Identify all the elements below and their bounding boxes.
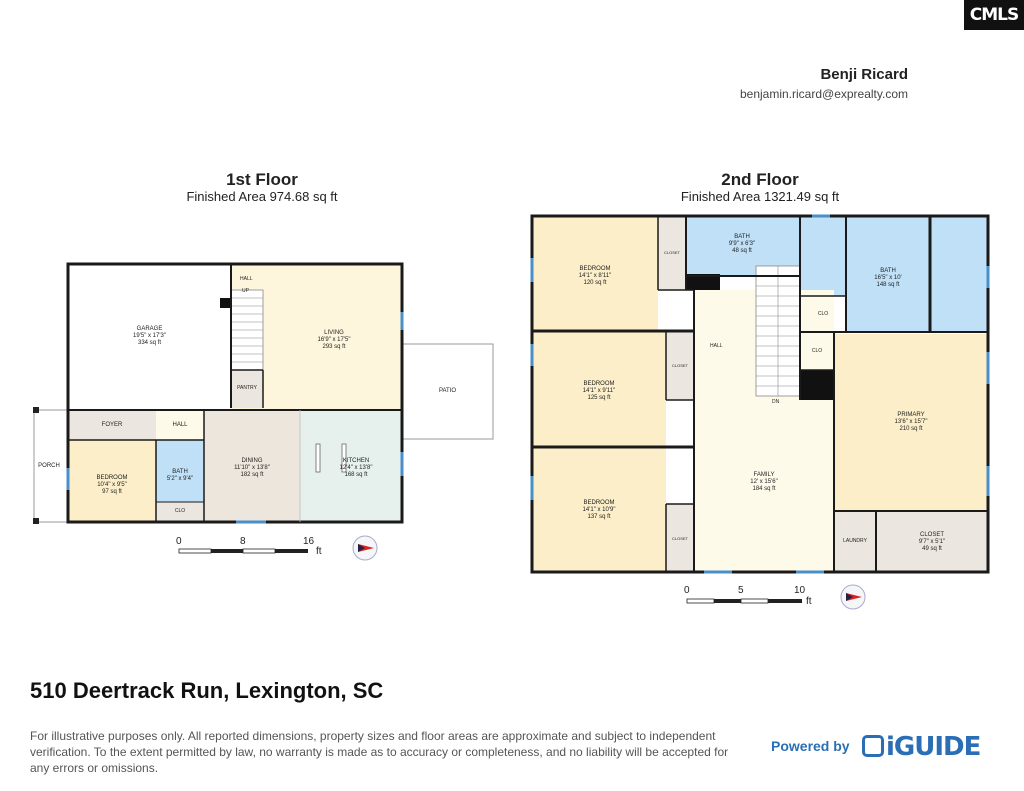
cmls-logo: CMLS: [964, 0, 1024, 30]
hall-lower-label: HALL: [172, 422, 188, 428]
floor1-title: 1st Floor: [226, 170, 298, 189]
floor2-area: Finished Area 1321.49 sq ft: [680, 189, 840, 204]
closet2f-2-label: CLOSET: [671, 363, 688, 368]
scale1-unit: ft: [316, 546, 322, 557]
clo-room: [156, 502, 204, 522]
scale1-label-0: 0: [176, 536, 182, 547]
floor2-windows: [530, 214, 990, 574]
closet-big-room: [876, 512, 988, 572]
porch: [33, 409, 69, 523]
clo2f-lower-label: CLO: [811, 348, 823, 354]
floor2-plan: [530, 214, 990, 574]
bedroom1-room: [532, 216, 658, 330]
bedroom1f-label: BEDROOM 10'4" x 9'5" 97 sq ft: [96, 475, 128, 495]
dining-room: [204, 410, 300, 522]
bath1f-label: BATH 5'2" x 9'4": [166, 469, 194, 482]
bath-small-label: BATH 9'9" x 6'3" 48 sq ft: [728, 234, 756, 254]
laundry-room: [834, 512, 876, 572]
closet2f-3-label: CLOSET: [671, 536, 688, 541]
dn-label: DN: [772, 399, 780, 405]
scale2-unit: ft: [806, 596, 812, 607]
stair2-treads: [756, 266, 800, 396]
closet3-room: [666, 504, 694, 572]
dining-label: DINING 11'10" x 13'8" 182 sq ft: [234, 458, 270, 478]
hall-lower-room: [156, 410, 204, 440]
kitchen-counter: [341, 443, 347, 473]
floor1-walls: [66, 262, 404, 524]
powered-by-text: Powered by: [771, 738, 850, 754]
iguide-logo[interactable]: iGUIDE: [862, 732, 981, 762]
patio: [401, 343, 494, 440]
stair-treads: [231, 297, 263, 363]
primary-label: PRIMARY 13'6" x 15'7" 210 sq ft: [894, 412, 928, 432]
kitchen-counter: [315, 443, 321, 473]
scale2-label-0: 0: [684, 585, 690, 596]
garage-room: [68, 264, 231, 410]
foyer-label: FOYER: [101, 422, 123, 428]
floor1-area: Finished Area 974.68 sq ft: [186, 189, 338, 204]
scale1-label-8: 8: [240, 536, 246, 547]
iguide-icon: [862, 735, 884, 757]
bath-primary-left: [798, 216, 846, 296]
clo2f-upper-label: CLO: [817, 311, 829, 317]
foyer-room: [68, 410, 156, 440]
closet2-room: [666, 332, 694, 400]
column: [220, 298, 230, 308]
floor1-scale-bar: [178, 548, 308, 554]
floor2-title: 2nd Floor: [721, 170, 799, 189]
porch-post: [33, 518, 39, 524]
scale1-label-16: 16: [303, 536, 315, 547]
up-label: UP: [242, 288, 249, 294]
disclaimer-text: For illustrative purposes only. All repo…: [30, 729, 729, 775]
living-label: LIVING 16'9" x 17'5" 293 sq ft: [317, 330, 351, 350]
bath-primary-room: [846, 216, 988, 332]
bath-room: [156, 440, 204, 502]
floor2-walls: [530, 214, 990, 574]
bedroom2f-2-label: BEDROOM 14'1" x 9'11" 125 sq ft: [582, 381, 616, 401]
porch-label: PORCH: [38, 463, 60, 469]
scale2-label-5: 5: [738, 585, 744, 596]
clo1f-label: CLO: [174, 508, 186, 514]
family-label: FAMILY 12' x 15'6" 184 sq ft: [750, 472, 778, 492]
garage-label: GARAGE 19'5" x 17'3" 334 sq ft: [133, 326, 166, 346]
property-address: 510 Deertrack Run, Lexington, SC: [30, 678, 384, 703]
closet-big-label: CLOSET 9'7" x 5'1" 49 sq ft: [918, 532, 946, 552]
iguide-brand: iGUIDE: [886, 732, 981, 762]
hall-upper-label: HALL: [240, 276, 253, 282]
floor2-compass-icon: [840, 584, 866, 610]
agent-name: Benji Ricard: [820, 66, 908, 83]
floor1-windows: [66, 312, 404, 524]
floor2-scale-bar: [686, 598, 802, 604]
floor1-compass-icon: [352, 535, 378, 561]
kitchen-label: KITCHEN 12'4" x 13'8" 168 sq ft: [339, 458, 373, 478]
floor1-plan: [33, 262, 494, 524]
bath-primary-label: BATH 16'5" x 10' 148 sq ft: [874, 268, 902, 288]
agent-email: benjamin.ricard@exprealty.com: [739, 87, 908, 101]
porch-post: [33, 407, 39, 413]
scale2-label-10: 10: [794, 585, 806, 596]
pantry-room: [231, 370, 263, 408]
patio-label: PATIO: [438, 388, 457, 394]
bedroom3-room: [532, 448, 666, 572]
hall2f-label: HALL: [710, 343, 723, 349]
primary-room: [834, 334, 988, 510]
column2: [686, 274, 720, 290]
closet2f-1-label: CLOSET: [663, 250, 680, 255]
laundry-label: LAUNDRY: [843, 538, 867, 544]
bedroom-room: [68, 440, 156, 522]
pantry-label: PANTRY: [237, 385, 257, 391]
bedroom2-room: [532, 332, 666, 446]
bedroom2f-3-label: BEDROOM 14'1" x 10'9" 137 sq ft: [582, 500, 616, 520]
chimney: [800, 370, 834, 400]
bedroom2f-1-label: BEDROOM 14'1" x 8'11" 120 sq ft: [578, 266, 612, 286]
closet1-room: [658, 216, 686, 290]
